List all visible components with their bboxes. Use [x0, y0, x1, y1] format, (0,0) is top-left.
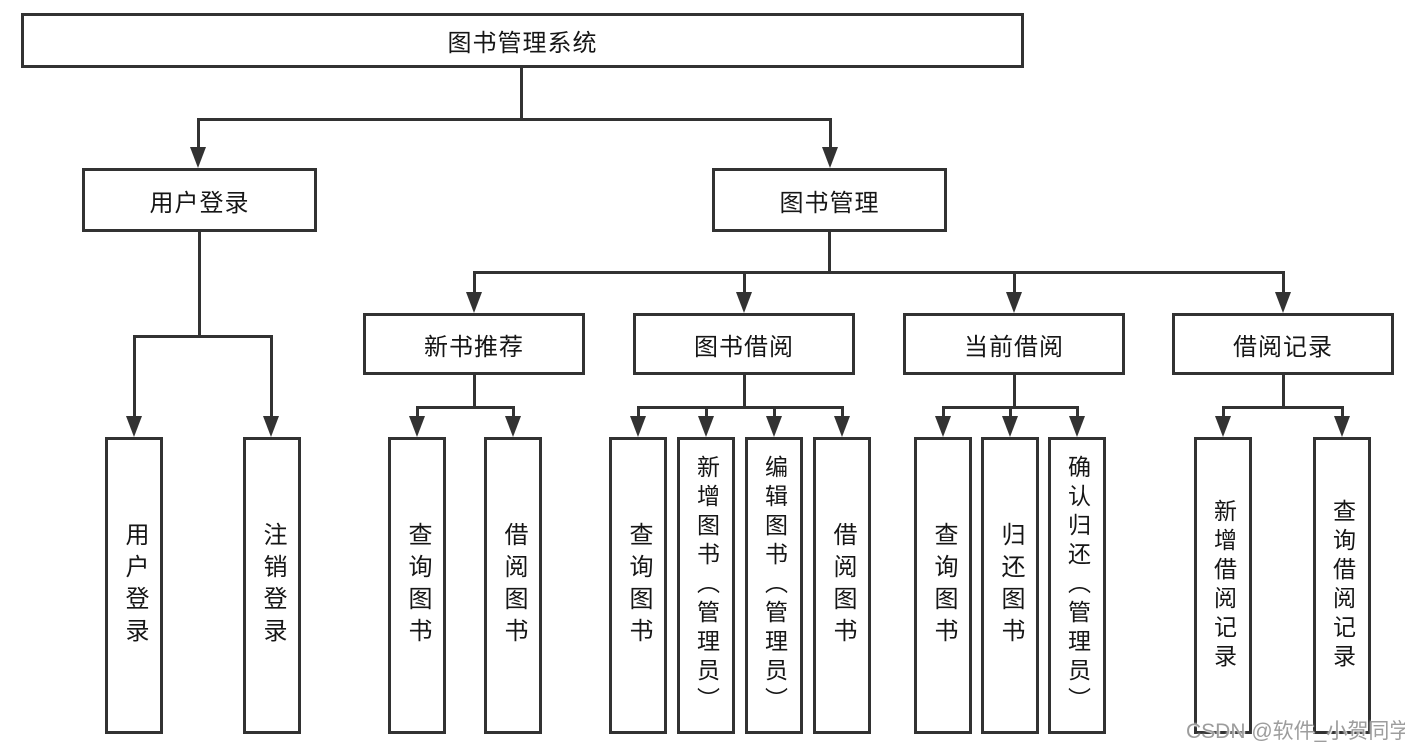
connector-to-bb-query [637, 406, 640, 419]
leaf-bb-add-book-admin: 新增图书（管理员） [677, 437, 735, 734]
connector-user-login-stub [198, 232, 201, 337]
connector-new-book-stub [473, 375, 476, 409]
leaf-cb-confirm-return-admin: 确认归还（管理员） [1048, 437, 1106, 734]
arrowhead-br-query [1334, 416, 1350, 437]
arrowhead-br-add [1215, 416, 1231, 437]
arrowhead-leaf-login [126, 416, 142, 437]
connector-to-bb-borrow [841, 406, 844, 419]
connector-to-cb-return [1009, 406, 1012, 419]
node-new-book-rec: 新书推荐 [363, 313, 585, 375]
connector-user-login-bus [133, 335, 273, 338]
node-user-login: 用户登录 [82, 168, 317, 232]
arrowhead-leaf-logout [263, 416, 279, 437]
node-borrow-record: 借阅记录 [1172, 313, 1394, 375]
arrowhead-bb-edit [766, 416, 782, 437]
connector-to-borrow-record [1282, 271, 1285, 295]
arrowhead-bb-query [630, 416, 646, 437]
leaf-nb-borrow-book: 借阅图书 [484, 437, 542, 734]
connector-root-stub [520, 68, 523, 121]
csdn-watermark: CSDN @软件_小贺同学 [1186, 720, 1405, 743]
connector-to-leaf-logout [270, 335, 273, 419]
arrowhead-cb-confirm [1069, 416, 1085, 437]
connector-to-bb-add [705, 406, 708, 419]
leaf-bb-query-book: 查询图书 [609, 437, 667, 734]
leaf-logout: 注销登录 [243, 437, 301, 734]
connector-to-current-borrow [1013, 271, 1016, 295]
leaf-cb-return-book: 归还图书 [981, 437, 1039, 734]
arrowhead-nb-query [409, 416, 425, 437]
arrowhead-bb-add [698, 416, 714, 437]
connector-to-br-add [1222, 406, 1225, 419]
leaf-user-login: 用户登录 [105, 437, 163, 734]
arrowhead-bb-borrow [834, 416, 850, 437]
node-book-mgmt: 图书管理 [712, 168, 947, 232]
node-root: 图书管理系统 [21, 13, 1024, 68]
leaf-br-add-record: 新增借阅记录 [1194, 437, 1252, 734]
node-current-borrow: 当前借阅 [903, 313, 1125, 375]
connector-to-nb-query [416, 406, 419, 419]
node-book-borrow: 图书借阅 [633, 313, 855, 375]
connector-book-borrow-bus [637, 406, 844, 409]
arrowhead-cb-return [1002, 416, 1018, 437]
leaf-bb-edit-book-admin: 编辑图书（管理员） [745, 437, 803, 734]
leaf-bb-borrow-book: 借阅图书 [813, 437, 871, 734]
connector-to-nb-borrow [512, 406, 515, 419]
arrowhead-borrow-record [1275, 292, 1291, 313]
connector-to-cb-confirm [1076, 406, 1079, 419]
connector-book-mgmt-bus [473, 271, 1285, 274]
arrowhead-cb-query [935, 416, 951, 437]
arrowhead-book-borrow [736, 292, 752, 313]
leaf-cb-query-book: 查询图书 [914, 437, 972, 734]
leaf-nb-query-book: 查询图书 [388, 437, 446, 734]
connector-to-br-query [1341, 406, 1344, 419]
arrowhead-current-borrow [1006, 292, 1022, 313]
connector-borrow-record-stub [1282, 375, 1285, 409]
connector-to-new-book [473, 271, 476, 295]
arrowhead-user-login [190, 147, 206, 168]
connector-to-bb-edit [773, 406, 776, 419]
arrowhead-book-mgmt [822, 147, 838, 168]
connector-to-user-login [197, 118, 200, 150]
connector-book-borrow-stub [743, 375, 746, 409]
arrowhead-new-book [466, 292, 482, 313]
connector-to-book-borrow [743, 271, 746, 295]
connector-new-book-bus [416, 406, 515, 409]
connector-to-cb-query [942, 406, 945, 419]
connector-book-mgmt-stub [828, 232, 831, 274]
connector-borrow-record-bus [1222, 406, 1344, 409]
leaf-br-query-record: 查询借阅记录 [1313, 437, 1371, 734]
connector-current-borrow-stub [1013, 375, 1016, 409]
connector-to-leaf-login [133, 335, 136, 419]
connector-to-book-mgmt [829, 118, 832, 150]
arrowhead-nb-borrow [505, 416, 521, 437]
connector-root-bus [197, 118, 831, 121]
